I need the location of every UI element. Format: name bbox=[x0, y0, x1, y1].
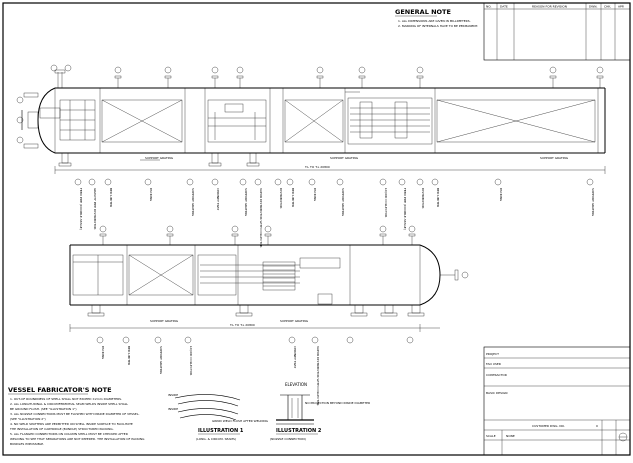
top-callout-11: PACKING bbox=[313, 188, 317, 202]
vessel-note-line-2: 2. ALL LONGITUDINAL & CIRCUMFERENTIAL SE… bbox=[10, 402, 128, 406]
sheet-border bbox=[2, 2, 631, 456]
tb-contractor: CONTRACTOR bbox=[486, 373, 507, 377]
elevation-label: ELEVATION bbox=[285, 382, 307, 387]
illus2-title: ILLUSTRATION 2 bbox=[276, 428, 322, 434]
bottom-nozzle-markers bbox=[99, 225, 469, 279]
bottom-vapor-distributor bbox=[197, 254, 341, 305]
illus1-label-inside-2: INSIDE bbox=[168, 407, 178, 411]
top-callout-2: GRAVITY PIPE DISTRIBUTOR bbox=[93, 188, 97, 230]
top-callout-7: SUPPORT GRATING bbox=[244, 188, 248, 217]
support-label-1: SUPPORT GRATING bbox=[145, 156, 174, 160]
top-callout-6: CHIMNEY TRAY bbox=[216, 188, 220, 210]
vessel-note-line-4: 3. ALL NOZZLE CONNECTIONS MUST BE FLUSHE… bbox=[10, 412, 139, 416]
rev-header-app: APP. bbox=[618, 5, 624, 9]
tb-rev: 0 bbox=[596, 424, 598, 428]
top-callout-17: PACKING bbox=[499, 188, 503, 202]
illus2-label: NO PROJECTION BEYOND INSIDE DIAMETER bbox=[305, 401, 370, 405]
illus2-subtitle: (NOZZLE CONNECTION) bbox=[270, 437, 306, 441]
left-head bbox=[37, 87, 56, 154]
bottom-vessel-nozzles bbox=[87, 233, 459, 317]
vessel-fabricator-note: VESSEL FABRICATOR'S NOTE 1. OUT-OF ROUND… bbox=[8, 386, 145, 446]
vessel-note-line-1: 1. OUT-OF ROUNDNESS OF SHELL SHALL NOT E… bbox=[10, 397, 122, 401]
top-callout-8: VAPOR DISTRIBUTOR WITH COLLECTOR bbox=[259, 188, 263, 247]
tb-basic-design: BASIC DESIGN bbox=[486, 391, 508, 395]
general-note-title: GENERAL NOTE bbox=[395, 8, 451, 16]
vessel-note-title: VESSEL FABRICATOR'S NOTE bbox=[8, 386, 112, 394]
top-dimension-text: T.L TO T.L 20800 bbox=[304, 165, 330, 169]
vessel-note-line-7: THE INSTALLATION OF CARTRIDGE (BUNDLE) S… bbox=[9, 427, 114, 431]
top-callout-10: BED LIMITER bbox=[291, 188, 295, 207]
vessel-note-line-8: 5. ALL FLANGED CONNECTIONS ON COLUMN SHE… bbox=[10, 432, 128, 436]
vessel-note-line-6: 4. NO WELD SPATTERS ARE PERMITTED ON SHE… bbox=[10, 422, 133, 426]
top-nozzle-markers bbox=[16, 64, 604, 144]
top-callout-12: SUPPORT GRATING bbox=[341, 188, 345, 217]
top-vessel-elevation: SUPPORT GRATING SUPPORT GRATING SUPPORT … bbox=[16, 64, 606, 174]
top-vessel-nozzles bbox=[54, 69, 604, 167]
top-callout-4: PACKING bbox=[149, 188, 153, 202]
bottom-callout-4: LIQUID COLLECTOR bbox=[189, 346, 193, 375]
rev-header-chk: CHK. bbox=[604, 5, 611, 9]
general-note-line-2: 2. MARKING OF INTERNALS HAVE TO BE PERMA… bbox=[398, 24, 478, 28]
illus1-label-grind: GRIND WELD FLUSH AFTER WELDING bbox=[212, 419, 269, 423]
title-block: PROJECT FAO USER CONTRACTOR BASIC DESIGN… bbox=[483, 346, 631, 456]
bottom-vessel-elevation: SUPPORT GRATING SUPPORT GRATING T.L TO T… bbox=[69, 225, 469, 332]
rev-header-date: DATE bbox=[500, 5, 508, 9]
tb-customer-dwg: CUSTOMER DWG. NO. bbox=[532, 424, 565, 428]
illustration-1: INSIDE INSIDE GRIND WELD FLUSH AFTER WEL… bbox=[168, 393, 269, 441]
general-note: GENERAL NOTE 1. ALL DIMENSIONS ARE GIVEN… bbox=[395, 8, 478, 28]
top-callout-9: DISTRIBUTOR bbox=[279, 188, 283, 208]
illus1-subtitle: (LONG. & CIRCUM. SEAMS) bbox=[196, 437, 236, 441]
top-callout-18: SUPPORT GRATING bbox=[591, 188, 595, 217]
bottom-callout-2: BED LIMITER bbox=[127, 346, 131, 365]
tb-project: PROJECT bbox=[486, 352, 499, 356]
top-callout-5: SUPPORT GRATING bbox=[191, 188, 195, 217]
top-callout-15: DISTRIBUTOR bbox=[421, 188, 425, 208]
bottom-callout-1: PACKING bbox=[101, 346, 105, 360]
illus1-label-inside-1: INSIDE bbox=[168, 393, 178, 397]
top-callout-1: FEED PIPE (DOUBLE-STAGE) bbox=[79, 188, 83, 230]
right-head bbox=[419, 244, 441, 306]
revision-table: NO. DATE REASON FOR REVISION DWN. CHK. A… bbox=[483, 2, 631, 61]
tb-fao-user: FAO USER bbox=[486, 362, 501, 366]
bottom-dimension-text: T.L TO T.L 20800 bbox=[229, 323, 255, 327]
bottom-callout-5: CHIMNEY TRAY bbox=[293, 346, 297, 368]
illus1-title: ILLUSTRATION 1 bbox=[198, 428, 244, 434]
rev-header-dwn: DWN. bbox=[589, 5, 598, 9]
support-label-5: SUPPORT GRATING bbox=[280, 319, 309, 323]
bottom-callout-6: VAPOR DISTRIBUTOR WITH COLLECTOR bbox=[316, 346, 320, 405]
illustration-2: ELEVATION NO PROJECTION BEYOND INSIDE DI… bbox=[270, 382, 370, 441]
vessel-note-line-5: (SEE "ILLUSTRATION 2") bbox=[10, 417, 46, 421]
top-chimney-tray bbox=[207, 99, 267, 143]
top-callout-3: BED LIMITER bbox=[109, 188, 113, 207]
tb-scale-label: SCALE bbox=[486, 434, 496, 438]
top-callout-13: LIQUID COLLECTOR bbox=[384, 188, 388, 217]
top-callout-16: BED LIMITER bbox=[436, 188, 440, 207]
support-label-4: SUPPORT GRATING bbox=[150, 319, 179, 323]
rev-header-no: NO. bbox=[486, 5, 491, 9]
vessel-note-line-9: WELDING TO SEE THAT SEPARATIONS ARE NOT … bbox=[10, 437, 145, 441]
support-label-2: SUPPORT GRATING bbox=[330, 156, 359, 160]
general-note-line-1: 1. ALL DIMENSIONS ARE GIVEN IN MILLIMETE… bbox=[398, 19, 471, 23]
top-distributor-left bbox=[39, 99, 96, 141]
bottom-callouts: PACKING BED LIMITER SUPPORT GRATING LIQU… bbox=[96, 336, 414, 405]
bottom-callout-3: SUPPORT GRATING bbox=[159, 346, 163, 375]
top-callout-14: FEED PIPE (DOUBLE-STAGE) bbox=[403, 188, 407, 230]
vessel-note-line-10: BUNDLES IMPOSSIBLE. bbox=[10, 442, 44, 446]
top-callouts: FEED PIPE (DOUBLE-STAGE) GRAVITY PIPE DI… bbox=[74, 178, 595, 247]
vessel-note-line-3: BE GROUND FLUSH. (SEE "ILLUSTRATION 1") bbox=[10, 407, 77, 411]
tb-scale-value: NONE bbox=[506, 434, 515, 438]
support-label-3: SUPPORT GRATING bbox=[540, 156, 569, 160]
top-vapor-distributor bbox=[345, 91, 433, 145]
rev-header-reason: REASON FOR REVISION bbox=[532, 5, 567, 9]
